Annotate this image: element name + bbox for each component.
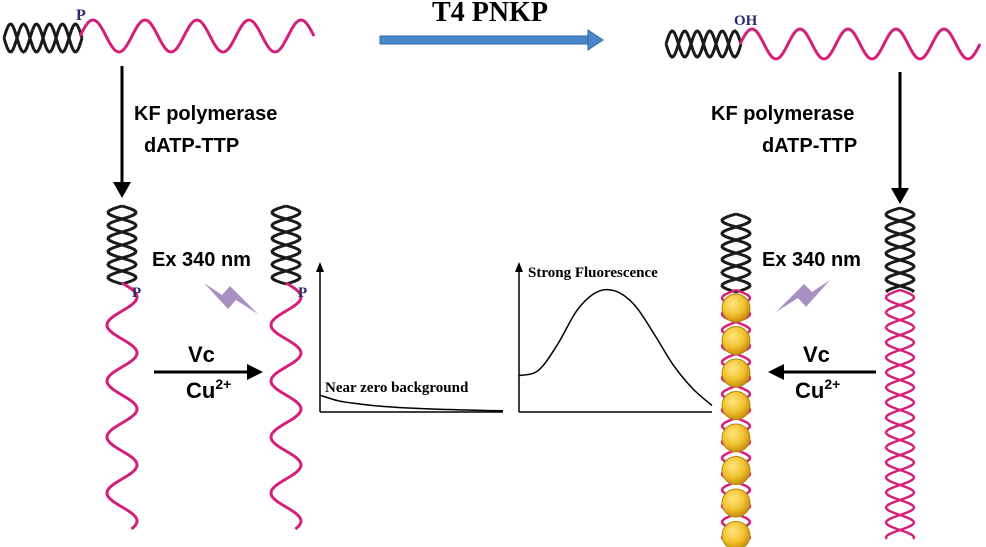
single-strand-region xyxy=(269,281,303,531)
right-metal-label: Cu2+ xyxy=(795,376,840,403)
strand-b xyxy=(720,212,752,294)
phosphate-label: P xyxy=(76,7,86,24)
chart-near-zero: Near zero background xyxy=(316,262,504,413)
strand-b xyxy=(884,288,916,540)
nanoparticle xyxy=(721,423,751,453)
nanoparticle xyxy=(721,293,751,323)
left-enzyme-line1: KF polymerase xyxy=(134,103,277,125)
duplex-region xyxy=(720,212,752,294)
nanoparticle xyxy=(721,521,751,547)
left-reaction-arrowhead xyxy=(247,364,263,380)
left-lightning-icon xyxy=(204,283,258,314)
nanoparticle xyxy=(721,456,751,485)
strand-b xyxy=(2,22,84,54)
nanoparticle xyxy=(721,326,751,355)
strand-single xyxy=(105,281,139,531)
duplex-region xyxy=(270,204,302,286)
top-left-dna xyxy=(2,18,316,54)
right-enzyme-line1: KF polymerase xyxy=(711,103,854,125)
chart-strong-fluorescence: Strong Fluorescence xyxy=(515,262,713,413)
diagram-title: T4 PNKP xyxy=(432,0,548,28)
duplex-region xyxy=(884,206,916,294)
strand-single xyxy=(78,18,316,54)
strand-a xyxy=(884,288,916,540)
chart1-annotation: Near zero background xyxy=(325,380,469,396)
right-strand-with-nanoparticles xyxy=(720,212,752,547)
left-reductant-label: Vc xyxy=(188,342,215,367)
chart2-annotation: Strong Fluorescence xyxy=(528,265,658,281)
hydroxyl-label: OH xyxy=(734,13,758,29)
right-reductant-label: Vc xyxy=(803,342,830,367)
right-metal-charge: 2+ xyxy=(824,376,840,392)
right-strand-duplex xyxy=(884,206,916,540)
duplex-pink-region xyxy=(884,288,916,540)
blue-arrow xyxy=(379,29,604,51)
duplex-region xyxy=(2,22,84,54)
single-strand-region xyxy=(105,281,139,531)
right-metal-base: Cu xyxy=(795,378,824,403)
right-lightning-icon xyxy=(776,280,830,312)
right-reaction-arrowhead xyxy=(768,364,784,380)
duplex-region xyxy=(664,29,743,59)
strand-b xyxy=(106,204,138,286)
chart2-series-line xyxy=(518,288,713,407)
single-strand-region xyxy=(738,27,982,61)
chart2-y-arrow xyxy=(515,262,523,272)
right-excitation-label: Ex 340 nm xyxy=(762,249,861,271)
top-right-dna xyxy=(664,27,982,61)
copper-nanoparticle-chain xyxy=(721,293,751,547)
left-down-arrowhead xyxy=(113,182,131,198)
strand-single xyxy=(269,281,303,531)
chart1-series-line xyxy=(319,394,504,412)
left-strand-1 xyxy=(105,204,139,531)
strand-a xyxy=(884,206,916,294)
duplex-region xyxy=(106,204,138,286)
strand2-phosphate-label: P xyxy=(298,285,307,301)
nanoparticle xyxy=(721,488,751,518)
strand-b xyxy=(664,29,743,59)
left-metal-label: Cu2+ xyxy=(186,376,231,403)
nanoparticle xyxy=(721,391,751,420)
left-metal-base: Cu xyxy=(186,378,215,403)
right-down-arrowhead xyxy=(891,188,909,204)
right-enzyme-line2: dATP-TTP xyxy=(762,135,857,157)
left-strand-2 xyxy=(269,204,303,531)
chart1-y-arrow xyxy=(316,262,324,272)
strand-b xyxy=(884,206,916,294)
single-strand-region xyxy=(78,18,316,54)
left-metal-charge: 2+ xyxy=(215,376,231,392)
strand1-phosphate-label: P xyxy=(132,285,141,301)
nanoparticle xyxy=(721,358,751,388)
left-excitation-label: Ex 340 nm xyxy=(152,249,251,271)
strand-single xyxy=(738,27,982,61)
left-enzyme-line2: dATP-TTP xyxy=(144,135,239,157)
strand-b xyxy=(270,204,302,286)
